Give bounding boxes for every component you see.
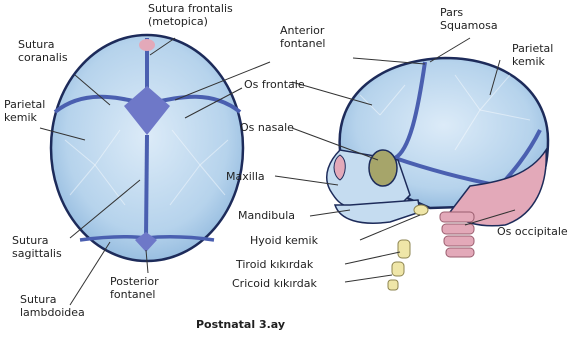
larynx-cartilages (388, 240, 410, 290)
label-sutura-coronalis: Sutura coranalis (18, 38, 68, 64)
label-posterior-fontanel: Posterior fontanel (110, 275, 159, 301)
caption: Postnatal 3.ay (196, 318, 285, 331)
label-sutura-sagittalis: Sutura sagittalis (12, 234, 62, 260)
label-maxilla: Maxilla (226, 170, 265, 183)
skull-side-view (327, 58, 548, 290)
sagittal-suture (146, 135, 147, 238)
label-os-occipitale: Os occipitale (497, 225, 568, 238)
nasal-bone-shape (369, 150, 397, 186)
hyoid-shape (414, 205, 428, 215)
cervical-vertebrae (440, 212, 474, 257)
label-pars-squamosa: Pars Squamosa (440, 6, 498, 32)
label-mandibula: Mandibula (238, 209, 295, 222)
label-cricoid: Cricoid kıkırdak (232, 277, 317, 290)
label-hyoid: Hyoid kemik (250, 234, 318, 247)
label-sutura-frontalis: Sutura frontalis (metopica) (148, 2, 233, 28)
label-sutura-lambdoidea: Sutura lambdoidea (20, 293, 85, 319)
skull-top-view (51, 35, 243, 261)
label-os-frontale: Os frontale (244, 78, 305, 91)
label-tiroid: Tiroid kıkırdak (236, 258, 313, 271)
label-parietal-right: Parietal kemik (512, 42, 553, 68)
frontal-top-mark (139, 39, 155, 51)
nasal-cartilage (334, 155, 345, 180)
label-os-nasale: Os nasale (240, 121, 294, 134)
label-parietal-left: Parietal kemik (4, 98, 45, 124)
label-anterior-fontanel: Anterior fontanel (280, 24, 325, 50)
